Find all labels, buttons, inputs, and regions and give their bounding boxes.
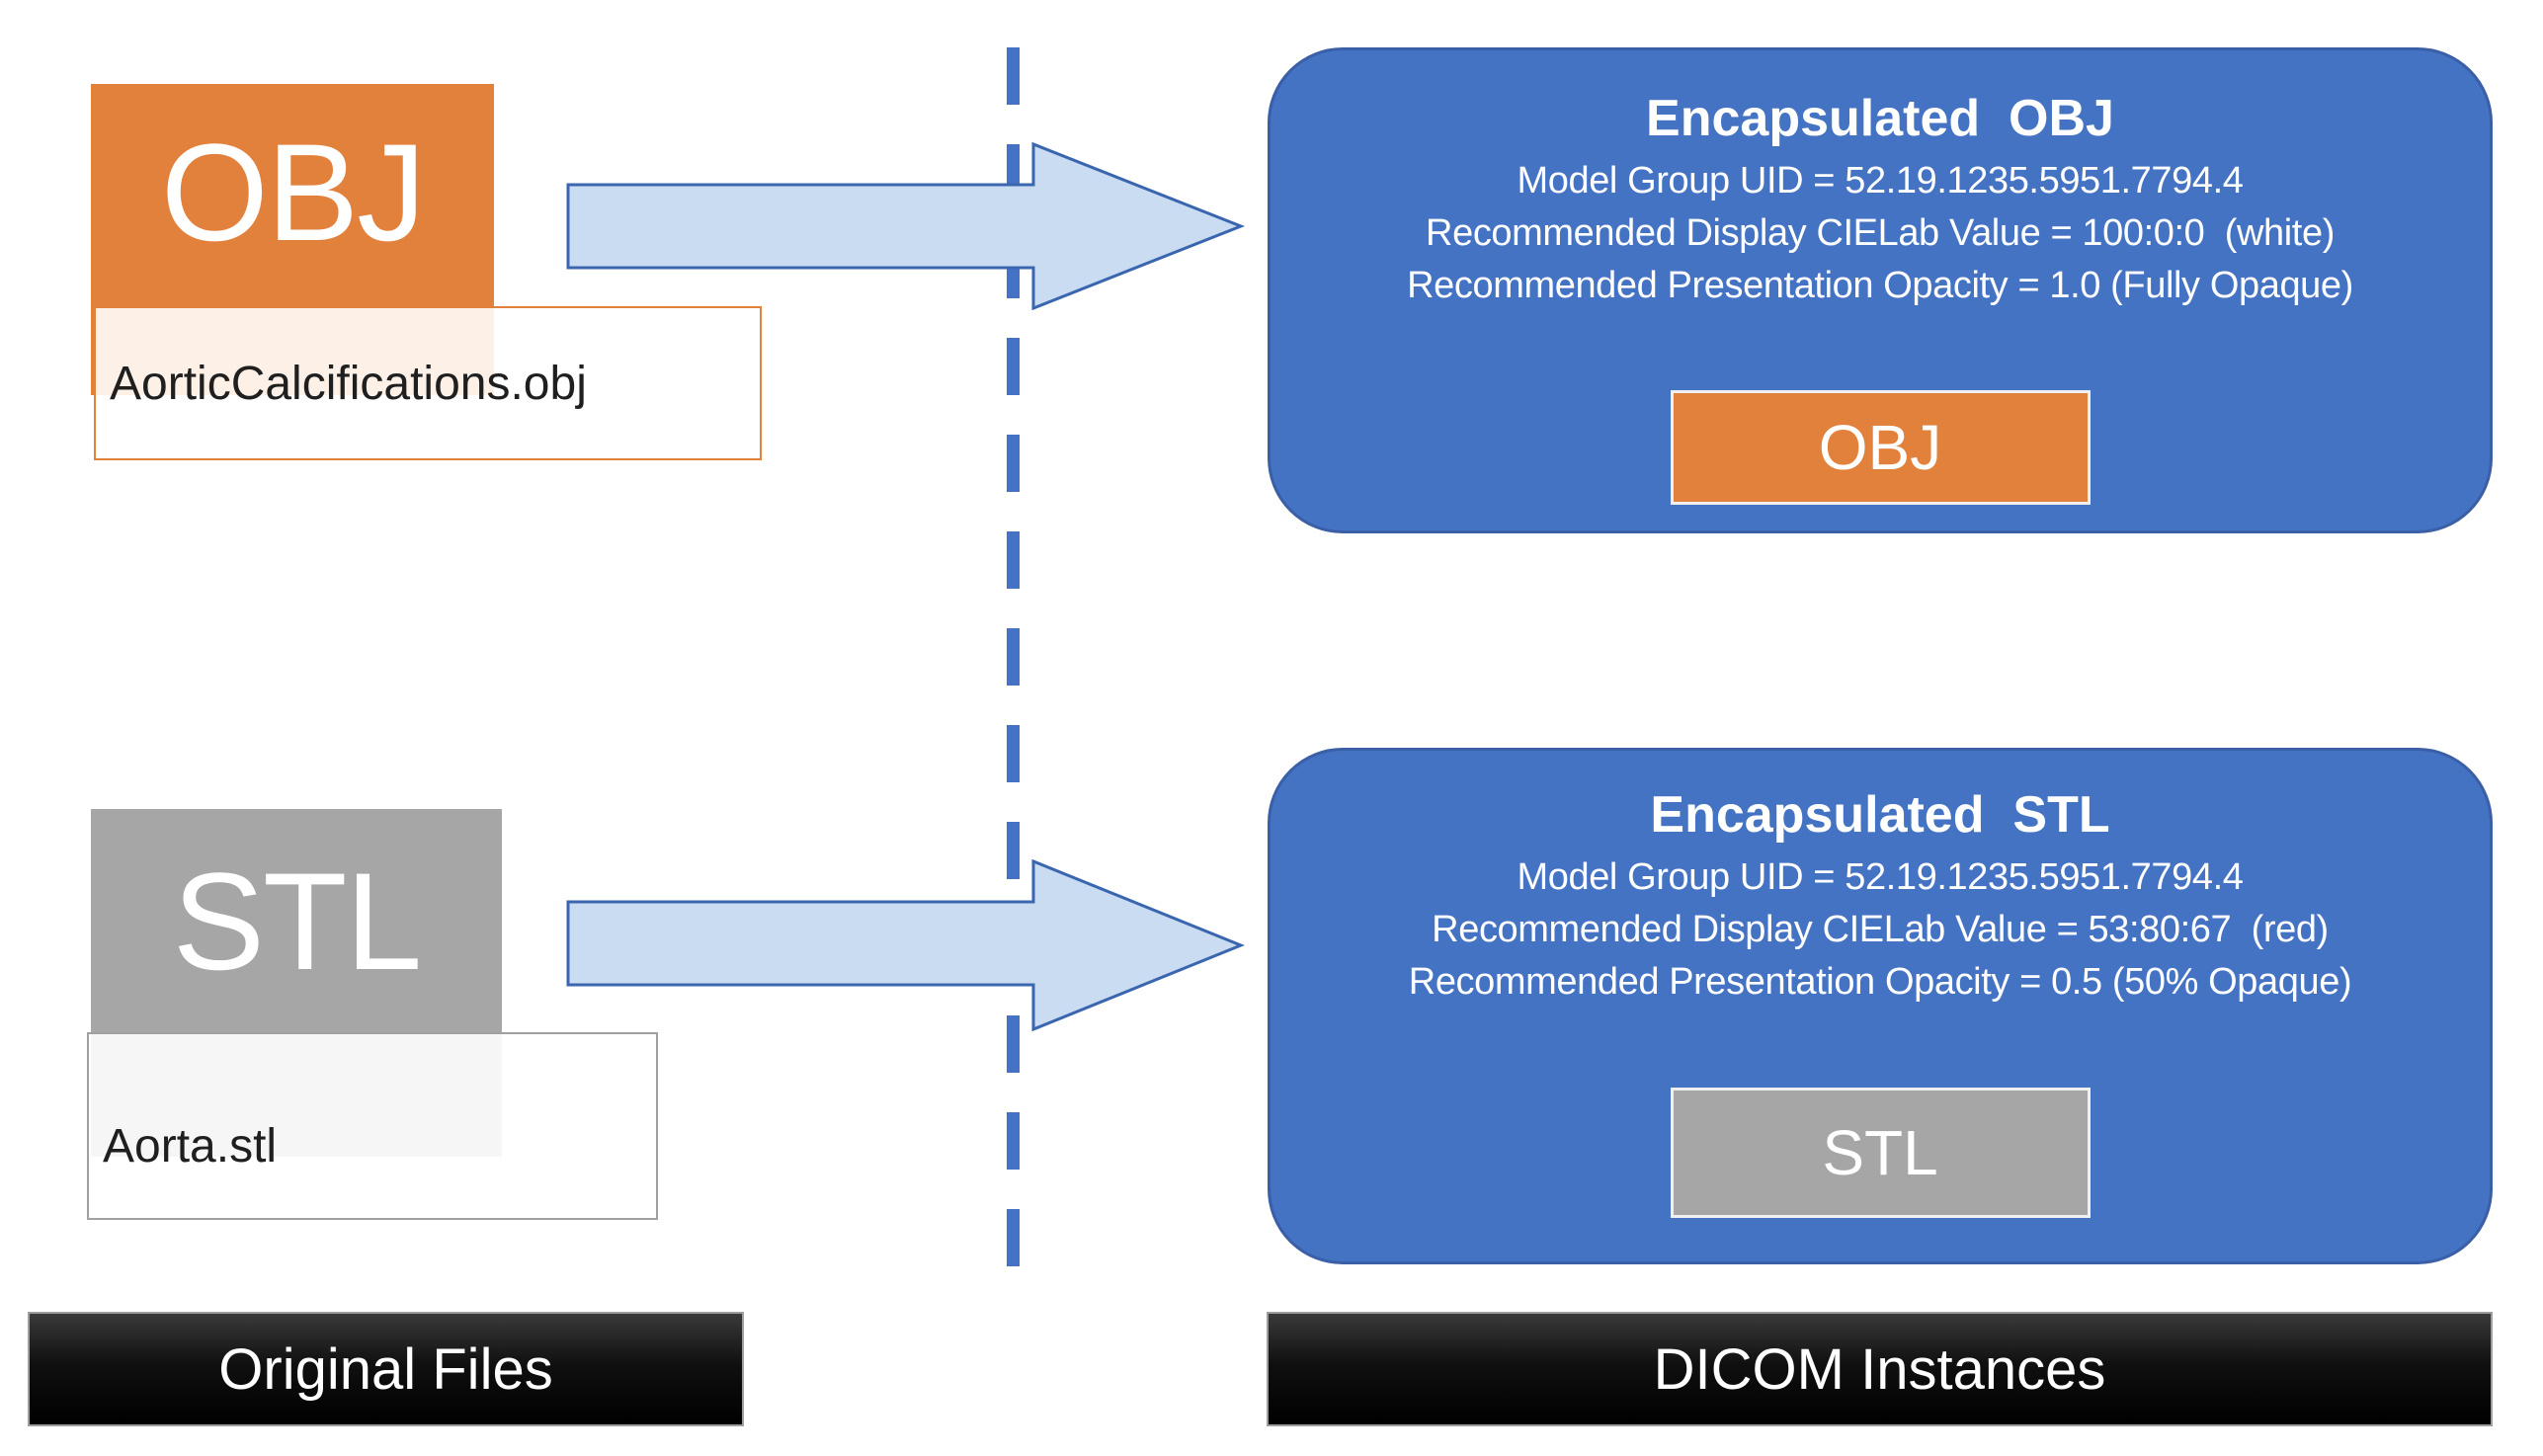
stl-model-group-uid: Model Group UID = 52.19.1235.5951.7794.4 [1517, 856, 2244, 898]
stl-filename-box: Aorta.stl [87, 1032, 658, 1220]
obj-filename: AorticCalcifications.obj [110, 357, 587, 410]
obj-badge: OBJ [1670, 390, 2091, 505]
arrow-obj-to-dicom [566, 141, 1246, 311]
dicom-instances-label: DICOM Instances [1653, 1336, 2106, 1402]
encapsulated-stl-title: Encapsulated STL [1650, 786, 2110, 844]
obj-presentation-opacity: Recommended Presentation Opacity = 1.0 (… [1407, 265, 2353, 306]
original-files-label: Original Files [218, 1336, 553, 1402]
stl-filename: Aorta.stl [103, 1119, 278, 1173]
stl-file-type-label: STL [172, 844, 423, 999]
obj-cielab-value: Recommended Display CIELab Value = 100:0… [1426, 212, 2335, 254]
obj-model-group-uid: Model Group UID = 52.19.1235.5951.7794.4 [1517, 160, 2244, 202]
dicom-instances-section-bar: DICOM Instances [1267, 1312, 2493, 1426]
original-files-section-bar: Original Files [28, 1312, 744, 1426]
encapsulated-obj-card: Encapsulated OBJ Model Group UID = 52.19… [1268, 47, 2493, 533]
stl-cielab-value: Recommended Display CIELab Value = 53:80… [1432, 909, 2329, 950]
stl-badge-label: STL [1822, 1117, 1938, 1188]
stl-presentation-opacity: Recommended Presentation Opacity = 0.5 (… [1408, 961, 2352, 1003]
obj-filename-box: AorticCalcifications.obj [94, 306, 762, 460]
obj-badge-label: OBJ [1818, 412, 1942, 483]
arrow-stl-to-dicom [566, 858, 1245, 1032]
encapsulated-obj-title: Encapsulated OBJ [1646, 90, 2114, 147]
encapsulated-stl-card: Encapsulated STL Model Group UID = 52.19… [1268, 748, 2493, 1264]
obj-file-type-label: OBJ [160, 115, 426, 270]
stl-badge: STL [1670, 1088, 2091, 1218]
